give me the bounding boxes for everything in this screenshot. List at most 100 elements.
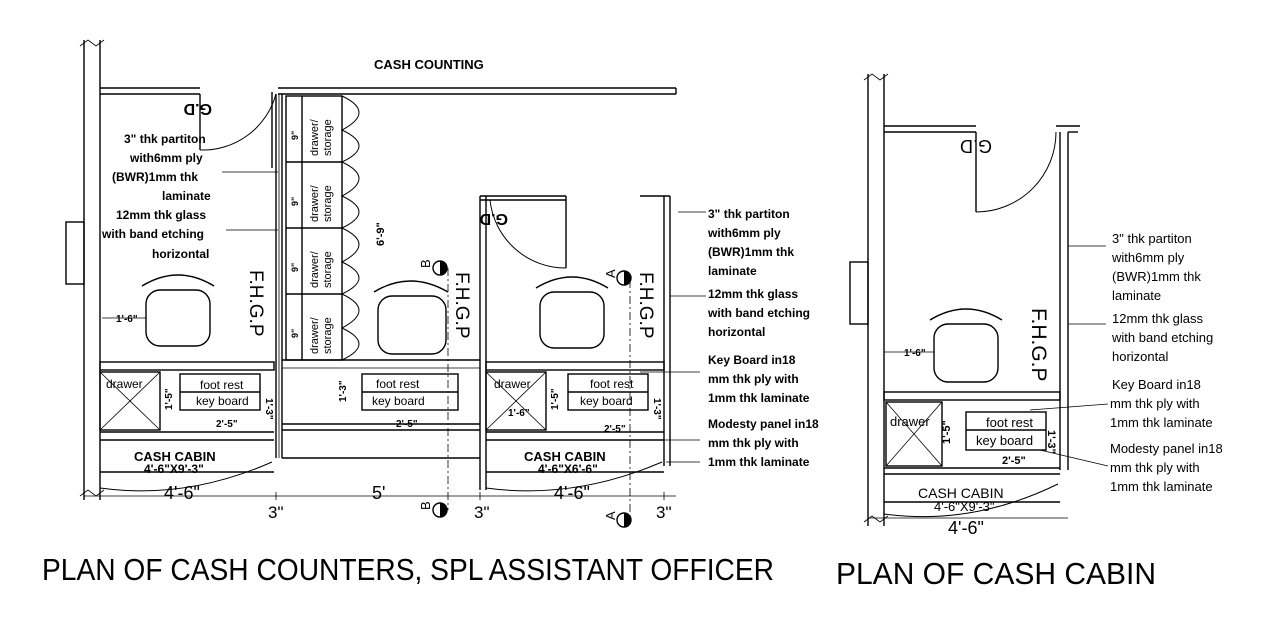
svg-text:6'-9": 6'-9" <box>375 222 387 246</box>
svg-text:horizontal: horizontal <box>708 325 765 339</box>
svg-text:1mm thk laminate: 1mm thk laminate <box>708 391 810 405</box>
svg-text:Modesty panel in18: Modesty panel in18 <box>708 417 819 431</box>
svg-text:drawer/: drawer/ <box>309 118 321 156</box>
svg-text:3": 3" <box>656 503 672 522</box>
title-left: PLAN OF CASH COUNTERS, SPL ASSISTANT OFF… <box>42 552 774 587</box>
note-right-keyboard: Key Board in18 mm thk ply with 1mm thk l… <box>1110 377 1213 430</box>
svg-text:1'-5": 1'-5" <box>164 388 175 410</box>
svg-text:key board: key board <box>580 394 633 408</box>
small-dimensions: 1'-6" 1'-6" 2'-5" 2'-5" 2'-5" 2'-5" 1'-6… <box>116 314 1057 467</box>
note-left-partition: 3" thk partiton with6mm ply (BWR)1mm thk… <box>112 132 211 203</box>
svg-text:CASH CABIN: CASH CABIN <box>918 485 1004 501</box>
svg-text:4'-6": 4'-6" <box>948 518 984 538</box>
svg-text:(BWR)1mm thk: (BWR)1mm thk <box>708 245 794 259</box>
svg-text:1'-3": 1'-3" <box>651 398 662 420</box>
svg-text:CASH CABIN: CASH CABIN <box>134 449 216 464</box>
svg-text:(BWR)1mm thk: (BWR)1mm thk <box>112 170 198 184</box>
svg-text:foot rest: foot rest <box>200 378 244 392</box>
svg-text:horizontal: horizontal <box>152 247 209 261</box>
svg-text:4'-6": 4'-6" <box>164 483 200 503</box>
svg-text:mm thk ply with: mm thk ply with <box>1110 396 1200 411</box>
svg-text:laminate: laminate <box>1112 288 1161 303</box>
svg-text:5': 5' <box>372 483 385 503</box>
svg-text:Key Board in18: Key Board in18 <box>1112 377 1201 392</box>
note-right-glass: 12mm thk glass with band etching horizon… <box>1111 311 1213 364</box>
note-right-partition: 3" thk partiton with6mm ply (BWR)1mm thk… <box>1111 231 1201 303</box>
svg-text:mm thk ply with: mm thk ply with <box>708 436 799 450</box>
svg-text:12mm thk glass: 12mm thk glass <box>1112 311 1204 326</box>
svg-text:drawer/: drawer/ <box>309 184 321 222</box>
svg-text:3" thk partiton: 3" thk partiton <box>1112 231 1192 246</box>
section-a-top: A <box>603 269 618 278</box>
title-right: PLAN OF CASH CABIN <box>836 556 1156 591</box>
svg-text:drawer: drawer <box>494 377 531 391</box>
svg-text:with6mm ply: with6mm ply <box>129 151 203 165</box>
svg-text:2'-5": 2'-5" <box>396 419 418 430</box>
svg-text:with6mm ply: with6mm ply <box>707 226 781 240</box>
svg-text:3": 3" <box>268 503 284 522</box>
svg-text:4'-6": 4'-6" <box>554 483 590 503</box>
svg-text:3": 3" <box>474 503 490 522</box>
note-left-glass: 12mm thk glass with band etching horizon… <box>101 208 209 261</box>
svg-text:laminate: laminate <box>708 264 757 278</box>
svg-text:12mm thk glass: 12mm thk glass <box>708 287 798 301</box>
svg-text:storage: storage <box>322 317 334 354</box>
svg-text:key board: key board <box>976 433 1033 448</box>
svg-text:mm thk ply with: mm thk ply with <box>1110 460 1200 475</box>
svg-text:1'-6": 1'-6" <box>508 408 530 419</box>
svg-text:12mm thk glass: 12mm thk glass <box>116 208 206 222</box>
svg-text:4'-6"X9'-3": 4'-6"X9'-3" <box>144 462 204 476</box>
door-label-1: G.D <box>184 100 212 117</box>
svg-text:storage: storage <box>322 251 334 288</box>
svg-text:9": 9" <box>290 131 300 140</box>
svg-text:drawer: drawer <box>890 414 930 429</box>
svg-text:Key Board in18: Key Board in18 <box>708 353 796 367</box>
svg-text:with band etching: with band etching <box>1111 330 1213 345</box>
svg-text:1mm thk laminate: 1mm thk laminate <box>708 455 810 469</box>
svg-text:1'-6": 1'-6" <box>904 348 926 359</box>
note-mid-modesty: Modesty panel in18 mm thk ply with 1mm t… <box>708 417 819 469</box>
storage-labels: drawer/ storage drawer/ storage drawer/ … <box>290 118 387 354</box>
svg-text:drawer: drawer <box>106 377 143 391</box>
note-mid-glass: 12mm thk glass with band etching horizon… <box>707 287 810 339</box>
fhgp-label-1: F.H.G.P <box>245 270 266 337</box>
cash-cabin-labels: CASH CABIN 4'-6"X9'-3" CASH CABIN 4'-6"X… <box>134 449 1004 514</box>
door-label-2: G.D <box>480 210 508 227</box>
svg-text:foot rest: foot rest <box>376 377 420 391</box>
svg-text:foot rest: foot rest <box>986 415 1033 430</box>
svg-text:(BWR)1mm thk: (BWR)1mm thk <box>1112 269 1201 284</box>
svg-text:2'-5": 2'-5" <box>604 424 626 435</box>
svg-text:1'-5": 1'-5" <box>941 420 953 444</box>
svg-text:4'-6"X6'-6": 4'-6"X6'-6" <box>538 462 598 476</box>
svg-text:laminate: laminate <box>162 189 211 203</box>
svg-text:with band etching: with band etching <box>707 306 810 320</box>
svg-text:key board: key board <box>372 394 425 408</box>
svg-text:storage: storage <box>322 119 334 156</box>
section-b-bottom: B <box>418 501 433 510</box>
svg-text:1mm thk laminate: 1mm thk laminate <box>1110 415 1213 430</box>
furniture-labels: drawer foot rest key board foot rest key… <box>106 377 1033 448</box>
svg-text:9": 9" <box>290 263 300 272</box>
cash-counting-label: CASH COUNTING <box>374 57 484 72</box>
svg-text:horizontal: horizontal <box>1112 349 1168 364</box>
left-plan <box>65 39 706 528</box>
svg-text:1'-5": 1'-5" <box>550 388 561 410</box>
note-right-modesty: Modesty panel in18 mm thk ply with 1mm t… <box>1110 441 1223 494</box>
svg-text:9": 9" <box>290 329 300 338</box>
section-b-top: B <box>418 259 433 268</box>
svg-text:2'-5": 2'-5" <box>1002 455 1026 467</box>
svg-text:with6mm ply: with6mm ply <box>1111 250 1185 265</box>
svg-text:with band etching: with band etching <box>101 227 204 241</box>
svg-text:1mm thk laminate: 1mm thk laminate <box>1110 479 1213 494</box>
overall-dimensions: 4'-6" 5' 4'-6" 4'-6" 3" 3" 3" <box>164 483 984 538</box>
svg-text:foot rest: foot rest <box>590 377 634 391</box>
svg-text:Modesty panel in18: Modesty panel in18 <box>1110 441 1223 456</box>
fhgp-label-4: F.H.G.P <box>1027 308 1050 382</box>
door-label-3: G.D <box>960 136 992 156</box>
svg-text:9": 9" <box>290 197 300 206</box>
fhgp-label-3: F.H.G.P <box>635 272 656 339</box>
svg-text:1'-3": 1'-3" <box>263 398 274 420</box>
svg-text:2'-5": 2'-5" <box>216 419 238 430</box>
note-mid-partition: 3" thk partiton with6mm ply (BWR)1mm thk… <box>707 207 794 278</box>
